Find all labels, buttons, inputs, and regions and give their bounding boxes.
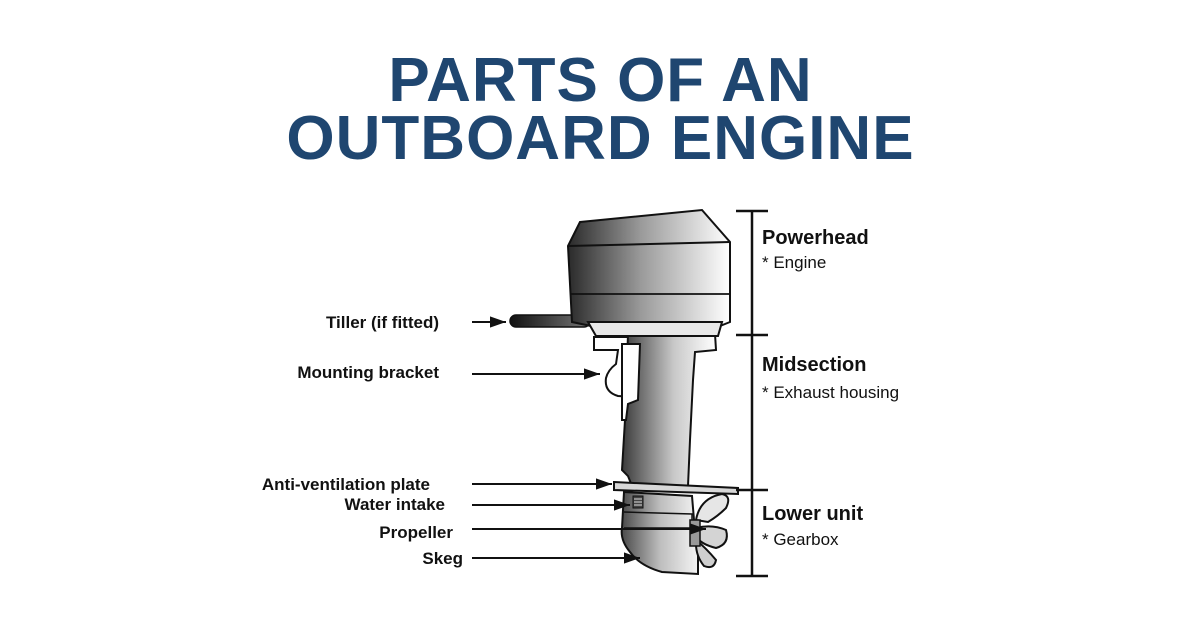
bracket-clamp [621, 343, 642, 421]
title-line-2: OUTBOARD ENGINE [286, 104, 915, 173]
label-tiller: Tiller (if fitted) [326, 313, 439, 332]
cowling-seam-top [567, 241, 731, 247]
section-midsection-detail: * Exhaust housing [762, 383, 899, 402]
title-line-1: PARTS OF AN [388, 46, 813, 115]
anti-ventilation-plate [613, 480, 739, 496]
label-skeg: Skeg [422, 549, 463, 568]
label-anti-ventilation-plate: Anti-ventilation plate [262, 475, 430, 494]
section-lower-unit-detail: * Gearbox [762, 530, 839, 549]
powerhead-cowling [566, 208, 731, 331]
label-propeller: Propeller [379, 523, 453, 542]
section-powerhead-detail: * Engine [762, 253, 826, 272]
water-intake-grille [632, 495, 644, 509]
section-bracket [736, 209, 768, 578]
propeller [689, 492, 730, 569]
label-water-intake: Water intake [345, 495, 445, 514]
section-midsection-name: Midsection [762, 354, 866, 376]
section-powerhead-name: Powerhead [762, 227, 869, 249]
label-mounting-bracket: Mounting bracket [297, 363, 439, 382]
cowling-base [586, 321, 724, 337]
midsection-housing [620, 333, 718, 487]
section-lower-unit-name: Lower unit [762, 503, 863, 525]
